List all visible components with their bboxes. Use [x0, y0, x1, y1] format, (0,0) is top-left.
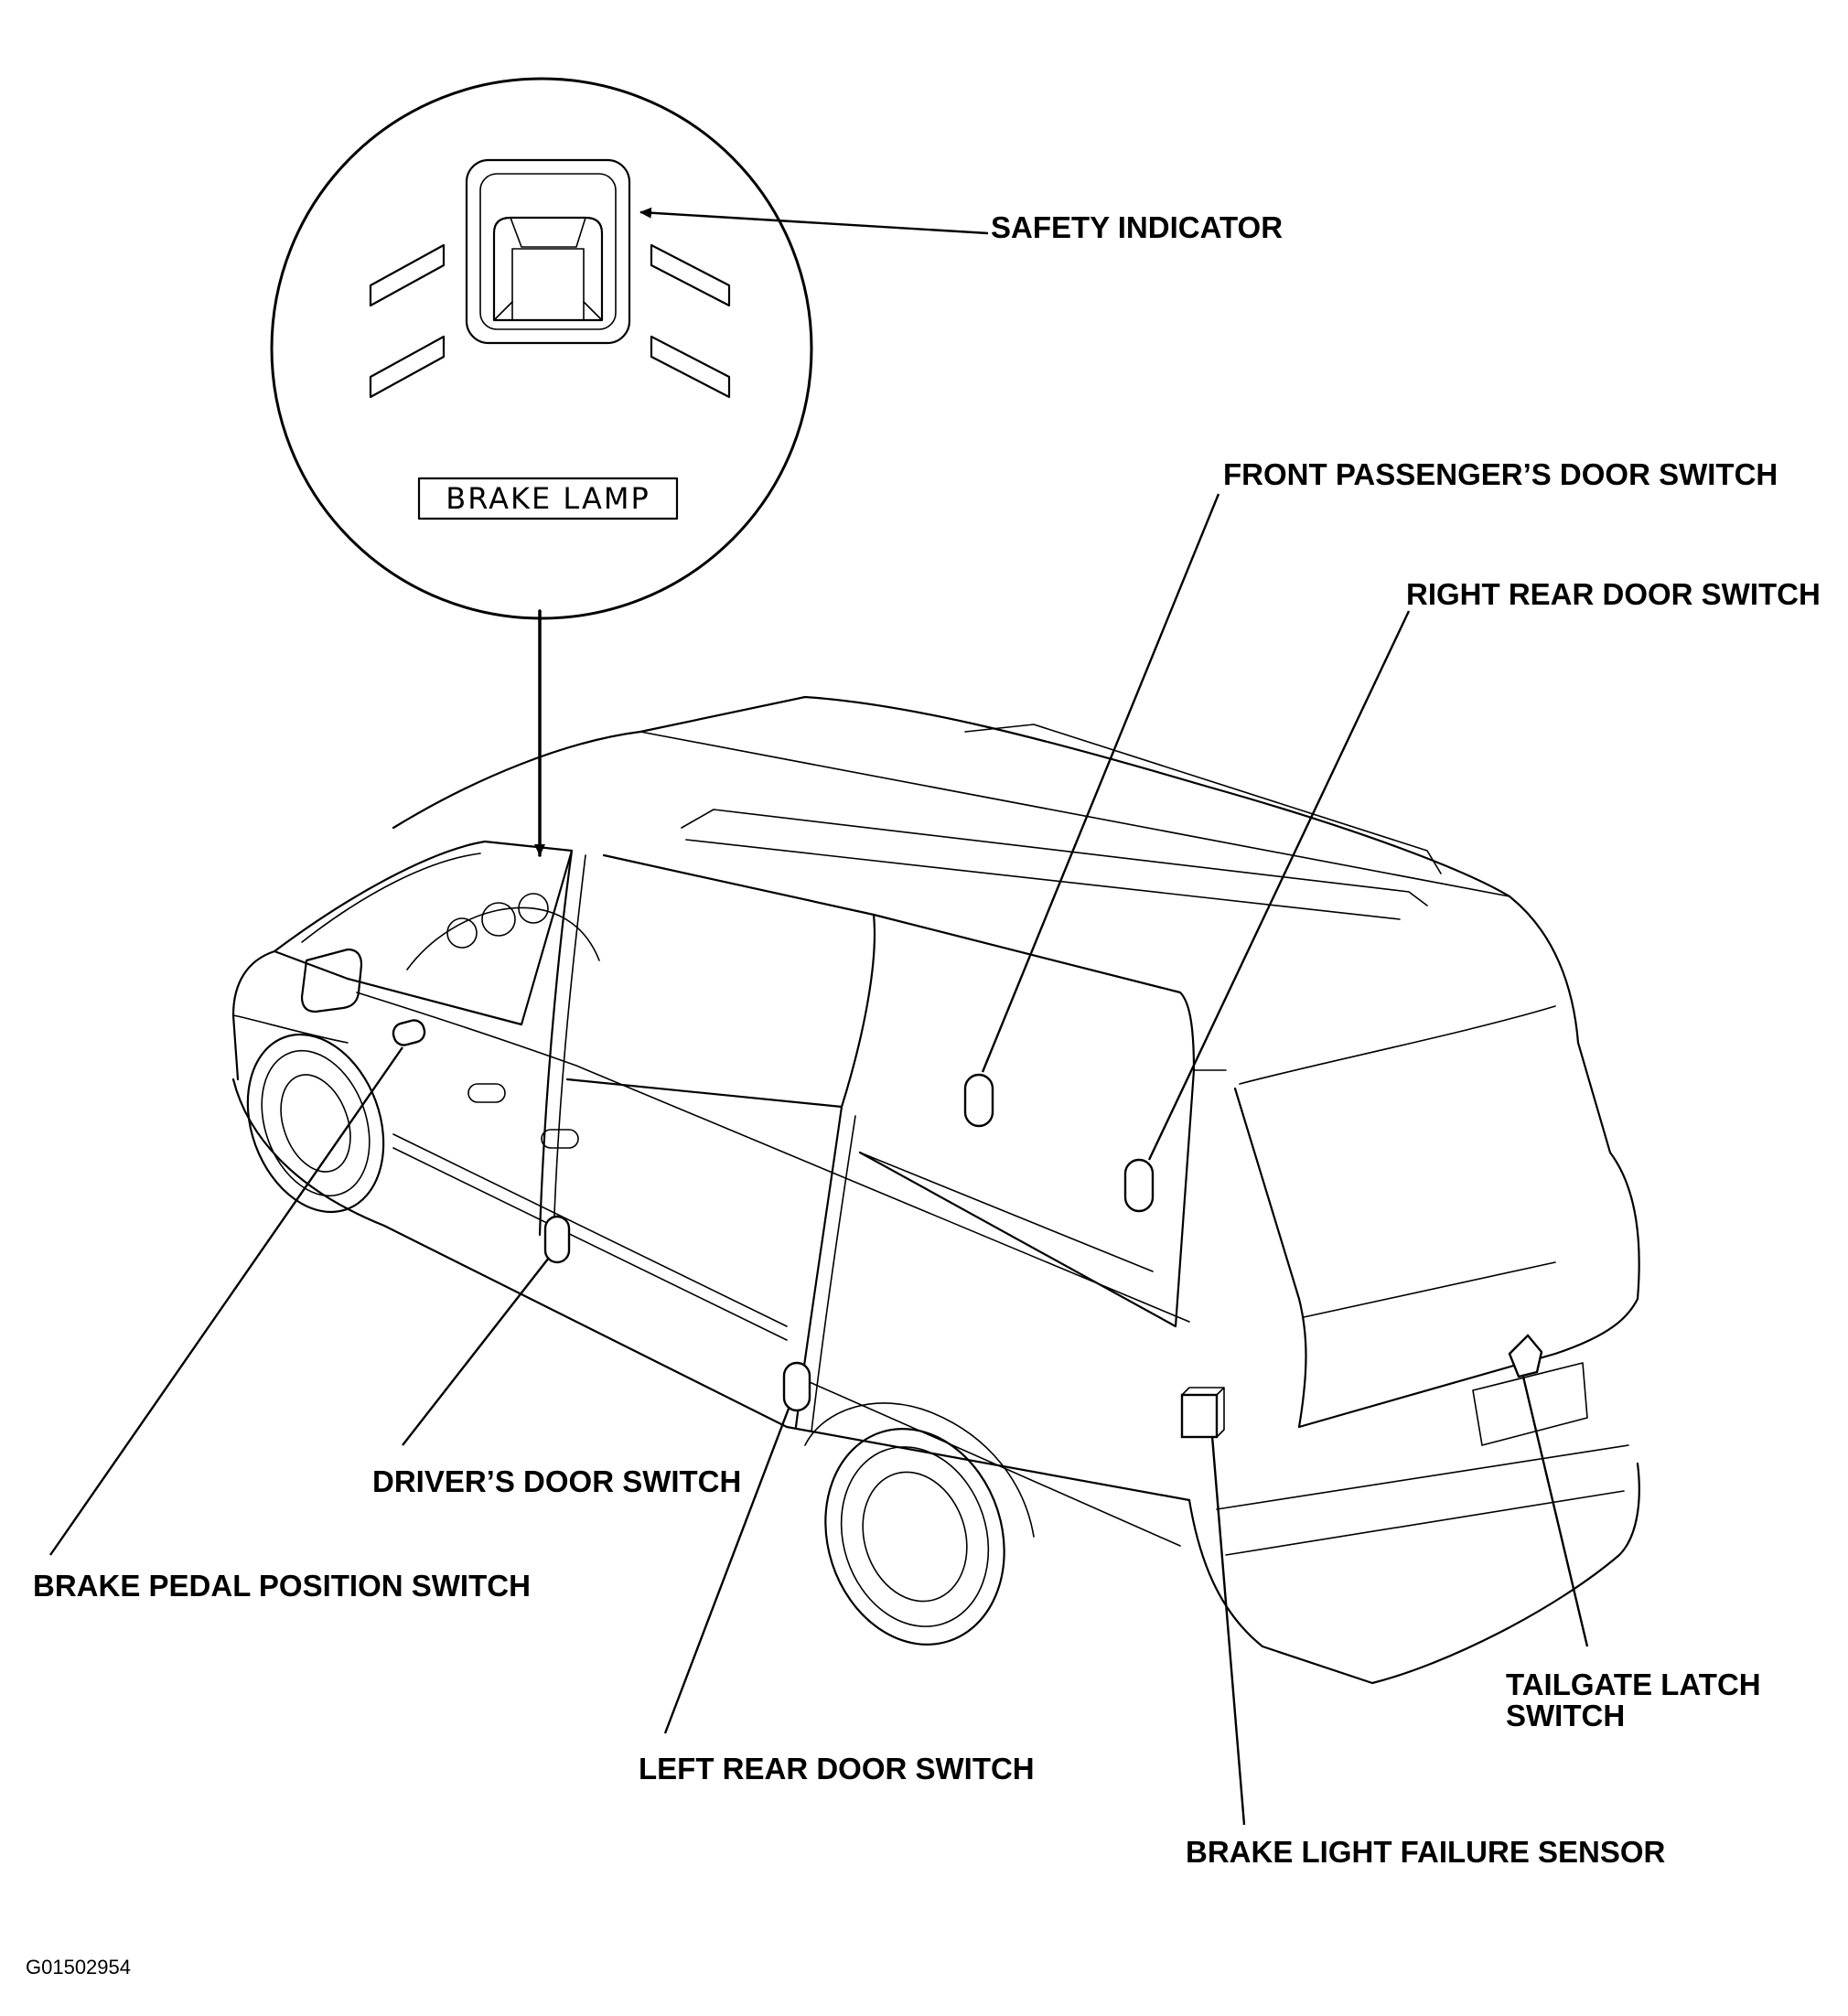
indicator-detail-circle: BRAKE LAMP — [270, 77, 813, 620]
door-handle — [467, 1083, 506, 1103]
brake-light-failure-sensor-icon — [1180, 1387, 1225, 1439]
door-warning-bars-left — [369, 243, 446, 399]
label-tailgate-latch-switch-line2: SWITCH — [1506, 1699, 1625, 1732]
brake-lamp-label-box — [417, 477, 679, 520]
brake-pedal-position-switch-icon — [392, 1019, 426, 1046]
figure-id: G01502954 — [26, 1956, 131, 1978]
gauge-icon — [481, 902, 516, 937]
leader-tailgate-latch-switch — [1521, 1376, 1589, 1647]
label-front-passenger-door-switch: FRONT PASSENGER’S DOOR SWITCH — [1223, 457, 1778, 491]
label-safety-indicator: SAFETY INDICATOR — [991, 210, 1283, 244]
label-brake-light-failure-sensor: BRAKE LIGHT FAILURE SENSOR — [1186, 1835, 1666, 1869]
tailgate-latch-switch-icon — [1508, 1334, 1543, 1378]
door-handle — [541, 1129, 579, 1149]
leader-right-rear-door-switch — [1147, 610, 1411, 1161]
front-passenger-door-switch-icon — [963, 1073, 994, 1128]
label-tailgate-latch-switch-line1: TAILGATE LATCH — [1506, 1667, 1761, 1701]
rear-wheel — [824, 1428, 1005, 1646]
front-wheel — [246, 1033, 385, 1214]
door-warning-bars-right — [650, 243, 731, 399]
leader-front-passenger-door-switch — [981, 493, 1220, 1073]
left-rear-door-switch-icon — [782, 1361, 811, 1412]
label-right-rear-door-switch: RIGHT REAR DOOR SWITCH — [1406, 577, 1821, 611]
drivers-door-switch-icon — [543, 1215, 571, 1264]
brake-lamp-label: BRAKE LAMP — [446, 481, 650, 516]
right-rear-door-switch-icon — [1123, 1158, 1155, 1213]
leader-drivers-door-switch — [402, 1257, 550, 1446]
leader-brake-light-failure-sensor — [1210, 1435, 1246, 1826]
gauge-icon — [446, 917, 478, 949]
label-left-rear-door-switch: LEFT REAR DOOR SWITCH — [639, 1752, 1035, 1785]
safety-indicator-icon — [465, 158, 631, 345]
label-drivers-door-switch: DRIVER’S DOOR SWITCH — [372, 1464, 741, 1498]
minivan-illustration — [231, 695, 1640, 1685]
leader-left-rear-door-switch — [663, 1408, 790, 1734]
leader-brake-pedal-position-switch — [49, 1046, 403, 1556]
leader-safety-indicator — [639, 207, 989, 235]
label-brake-pedal-position-switch: BRAKE PEDAL POSITION SWITCH — [33, 1569, 531, 1603]
side-mirror — [300, 948, 363, 1013]
